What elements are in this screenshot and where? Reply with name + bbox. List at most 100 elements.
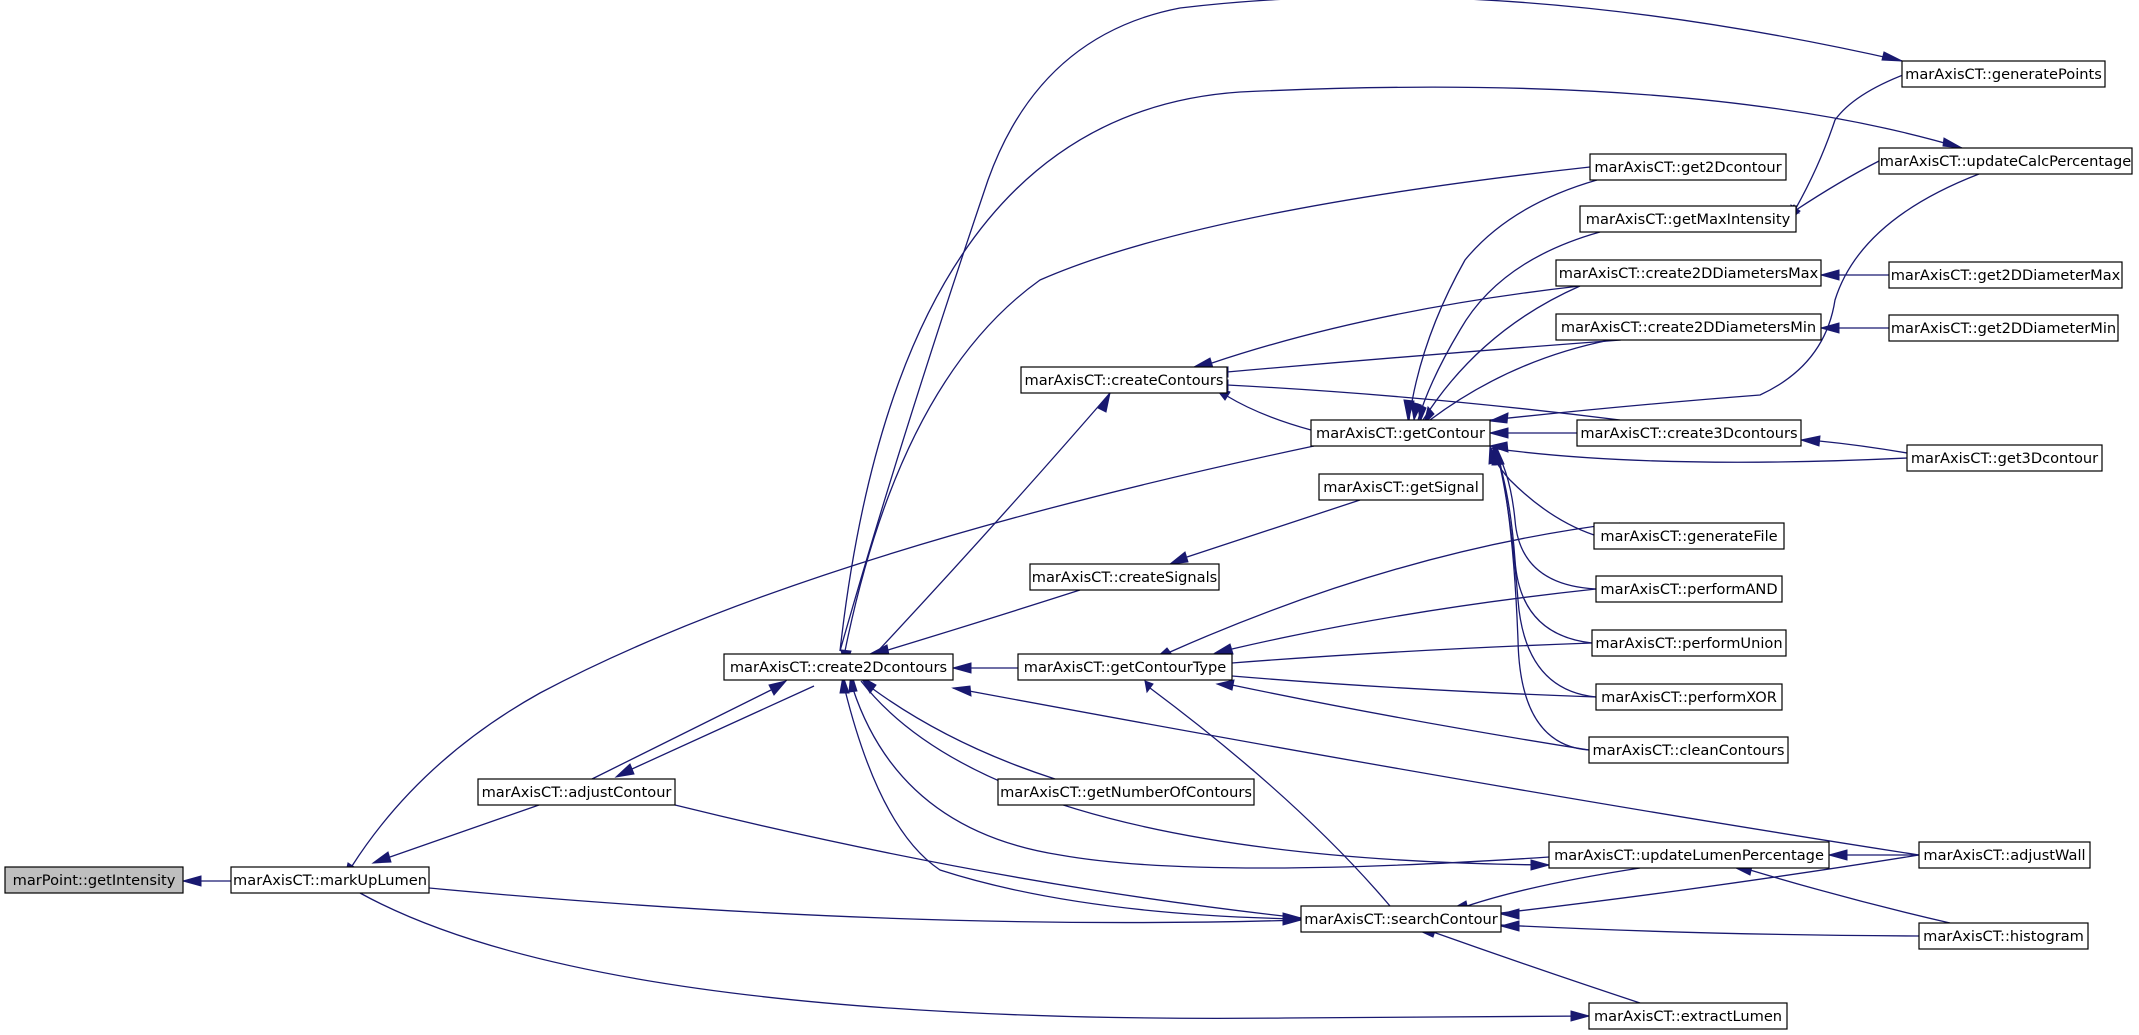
- edge-cleanContours-to-getContourType: [1215, 679, 1590, 751]
- node-box: [1300, 905, 1502, 933]
- node-getContour[interactable]: marAxisCT::getContour: [1310, 419, 1491, 447]
- arrowhead-icon: [1282, 912, 1303, 924]
- node-performXOR[interactable]: marAxisCT::performXOR: [1595, 683, 1783, 711]
- edge-searchContour-to-markUpLumen: [428, 887, 1303, 926]
- edge-line: [1493, 445, 1593, 644]
- edge-createSignals-to-create2Dcontours: [868, 589, 1081, 656]
- edge-line: [1495, 445, 1590, 751]
- edge-line: [1432, 931, 1641, 1004]
- node-label: marAxisCT::histogram: [1923, 928, 2084, 945]
- edge-getSignal-to-createSignals: [1168, 499, 1361, 565]
- node-updateCalcPercentage[interactable]: marAxisCT::updateCalcPercentage: [1878, 147, 2133, 175]
- edge-performUnion-to-getContourType: [1212, 642, 1593, 669]
- edge-line: [1492, 445, 1597, 590]
- edge-line: [852, 688, 1550, 869]
- node-label: marAxisCT::cleanContours: [1593, 742, 1785, 759]
- node-create2DDiametersMax[interactable]: marAxisCT::create2DDiametersMax: [1555, 259, 1822, 287]
- node-adjustWall[interactable]: marAxisCT::adjustWall: [1918, 841, 2091, 869]
- edge-line: [1211, 285, 1581, 364]
- node-box: [1555, 259, 1822, 287]
- edge-updateCalcPercentage-to-getContour: [1488, 173, 1980, 424]
- edge-line: [1749, 869, 1951, 924]
- edge-searchContour-to-getContourType: [1144, 680, 1391, 907]
- edge-adjustContour-to-markUpLumen: [371, 804, 540, 864]
- node-cleanContours[interactable]: marAxisCT::cleanContours: [1588, 736, 1789, 764]
- node-box: [1588, 1002, 1788, 1030]
- node-getMaxIntensity[interactable]: marAxisCT::getMaxIntensity: [1579, 205, 1797, 233]
- node-get2DDiameterMax[interactable]: marAxisCT::get2DDiameterMax: [1888, 261, 2123, 289]
- node-extractLumen[interactable]: marAxisCT::extractLumen: [1588, 1002, 1788, 1030]
- node-box: [1310, 419, 1491, 447]
- edge-line: [1226, 395, 1312, 431]
- node-create3Dcontours[interactable]: marAxisCT::create3Dcontours: [1576, 419, 1802, 447]
- node-markUpLumen[interactable]: marAxisCT::markUpLumen: [230, 866, 430, 894]
- node-box: [1017, 653, 1233, 681]
- node-label: marAxisCT::performAND: [1600, 581, 1777, 598]
- edge-histogram-to-updateLumenPercentage: [1732, 865, 1951, 924]
- arrowhead-icon: [768, 680, 788, 696]
- node-label: marAxisCT::extractLumen: [1594, 1008, 1782, 1025]
- arrowhead-icon: [614, 763, 635, 778]
- edge-get3Dcontour-to-getContour: [1488, 441, 1908, 463]
- edge-extractLumen-to-markUpLumen: [359, 892, 1591, 1022]
- node-label: marAxisCT::get2DDiameterMin: [1891, 320, 2116, 337]
- node-adjustContour[interactable]: marAxisCT::adjustContour: [477, 778, 676, 806]
- arrowhead-icon: [181, 875, 202, 887]
- node-generatePoints[interactable]: marAxisCT::generatePoints: [1901, 60, 2106, 88]
- node-box: [1020, 366, 1228, 394]
- node-label: marAxisCT::getContourType: [1024, 659, 1227, 676]
- edge-line: [877, 392, 1111, 652]
- node-get2Dcontour[interactable]: marAxisCT::get2Dcontour: [1589, 153, 1787, 181]
- node-histogram[interactable]: marAxisCT::histogram: [1918, 922, 2089, 950]
- arrowhead-icon: [1799, 435, 1821, 447]
- nodes-layer: marPoint::getIntensity marAxisCT::markUpL…: [4, 60, 2133, 1030]
- arrowhead-icon: [1417, 403, 1427, 424]
- edge-adjustContour-to-create2Dcontours: [591, 680, 788, 780]
- edge-line: [1169, 522, 1621, 653]
- node-box: [1589, 153, 1787, 181]
- node-label: marAxisCT::create2Dcontours: [730, 659, 947, 676]
- edge-line: [1231, 675, 1597, 698]
- arrowhead-icon: [1488, 412, 1509, 424]
- edge-adjustWall-to-create2Dcontours: [951, 685, 1920, 856]
- arrowhead-icon: [1570, 1010, 1591, 1022]
- edge-createContours-to-create2Dcontours: [877, 392, 1111, 652]
- node-get2DDiameterMin[interactable]: marAxisCT::get2DDiameterMin: [1888, 314, 2119, 342]
- node-getContourType[interactable]: marAxisCT::getContourType: [1017, 653, 1233, 681]
- node-getNumberOfContours[interactable]: marAxisCT::getNumberOfContours: [997, 778, 1255, 806]
- node-box: [477, 778, 676, 806]
- edge-create3Dcontours-to-getContour: [1488, 427, 1577, 439]
- node-create2Dcontours[interactable]: marAxisCT::create2Dcontours: [723, 653, 954, 681]
- node-box: [1593, 522, 1785, 550]
- node-label: marAxisCT::get2Dcontour: [1594, 159, 1781, 176]
- node-box: [1579, 205, 1797, 233]
- node-performAND[interactable]: marAxisCT::performAND: [1595, 575, 1783, 603]
- edge-adjustWall-to-updateLumenPercentage: [1827, 849, 1919, 861]
- node-box: [1548, 841, 1830, 869]
- node-createContours[interactable]: marAxisCT::createContours: [1020, 366, 1228, 394]
- arrowhead-icon: [1530, 859, 1551, 871]
- node-box: [1595, 575, 1783, 603]
- node-get3Dcontour[interactable]: marAxisCT::get3Dcontour: [1906, 444, 2103, 472]
- node-box: [4, 866, 184, 894]
- node-label: marAxisCT::get3Dcontour: [1911, 450, 2098, 467]
- node-label: marPoint::getIntensity: [13, 872, 176, 889]
- edge-line: [1408, 179, 1598, 421]
- arrowhead-icon: [1819, 269, 1840, 281]
- node-label: marAxisCT::create3Dcontours: [1580, 425, 1797, 442]
- edge-create2DDiametersMax-to-getContour: [1417, 285, 1581, 424]
- edge-updateLumenPercentage-to-searchContour: [1450, 867, 1641, 911]
- node-getSignal[interactable]: marAxisCT::getSignal: [1318, 473, 1484, 501]
- edge-line: [591, 689, 772, 780]
- edge-line: [1417, 231, 1601, 421]
- edge-adjustWall-to-searchContour: [1499, 854, 1920, 920]
- node-searchContour[interactable]: marAxisCT::searchContour: [1300, 905, 1502, 933]
- node-updateLumenPercentage[interactable]: marAxisCT::updateLumenPercentage: [1548, 841, 1830, 869]
- node-createSignals[interactable]: marAxisCT::createSignals: [1029, 563, 1220, 591]
- node-label: marAxisCT::getNumberOfContours: [1000, 784, 1252, 801]
- node-performUnion[interactable]: marAxisCT::performUnion: [1591, 629, 1787, 657]
- node-create2DDiametersMin[interactable]: marAxisCT::create2DDiametersMin: [1555, 313, 1822, 341]
- node-generateFile[interactable]: marAxisCT::generateFile: [1593, 522, 1785, 550]
- edge-performUnion-to-getContour: [1492, 445, 1593, 644]
- arrowhead-icon: [951, 685, 972, 697]
